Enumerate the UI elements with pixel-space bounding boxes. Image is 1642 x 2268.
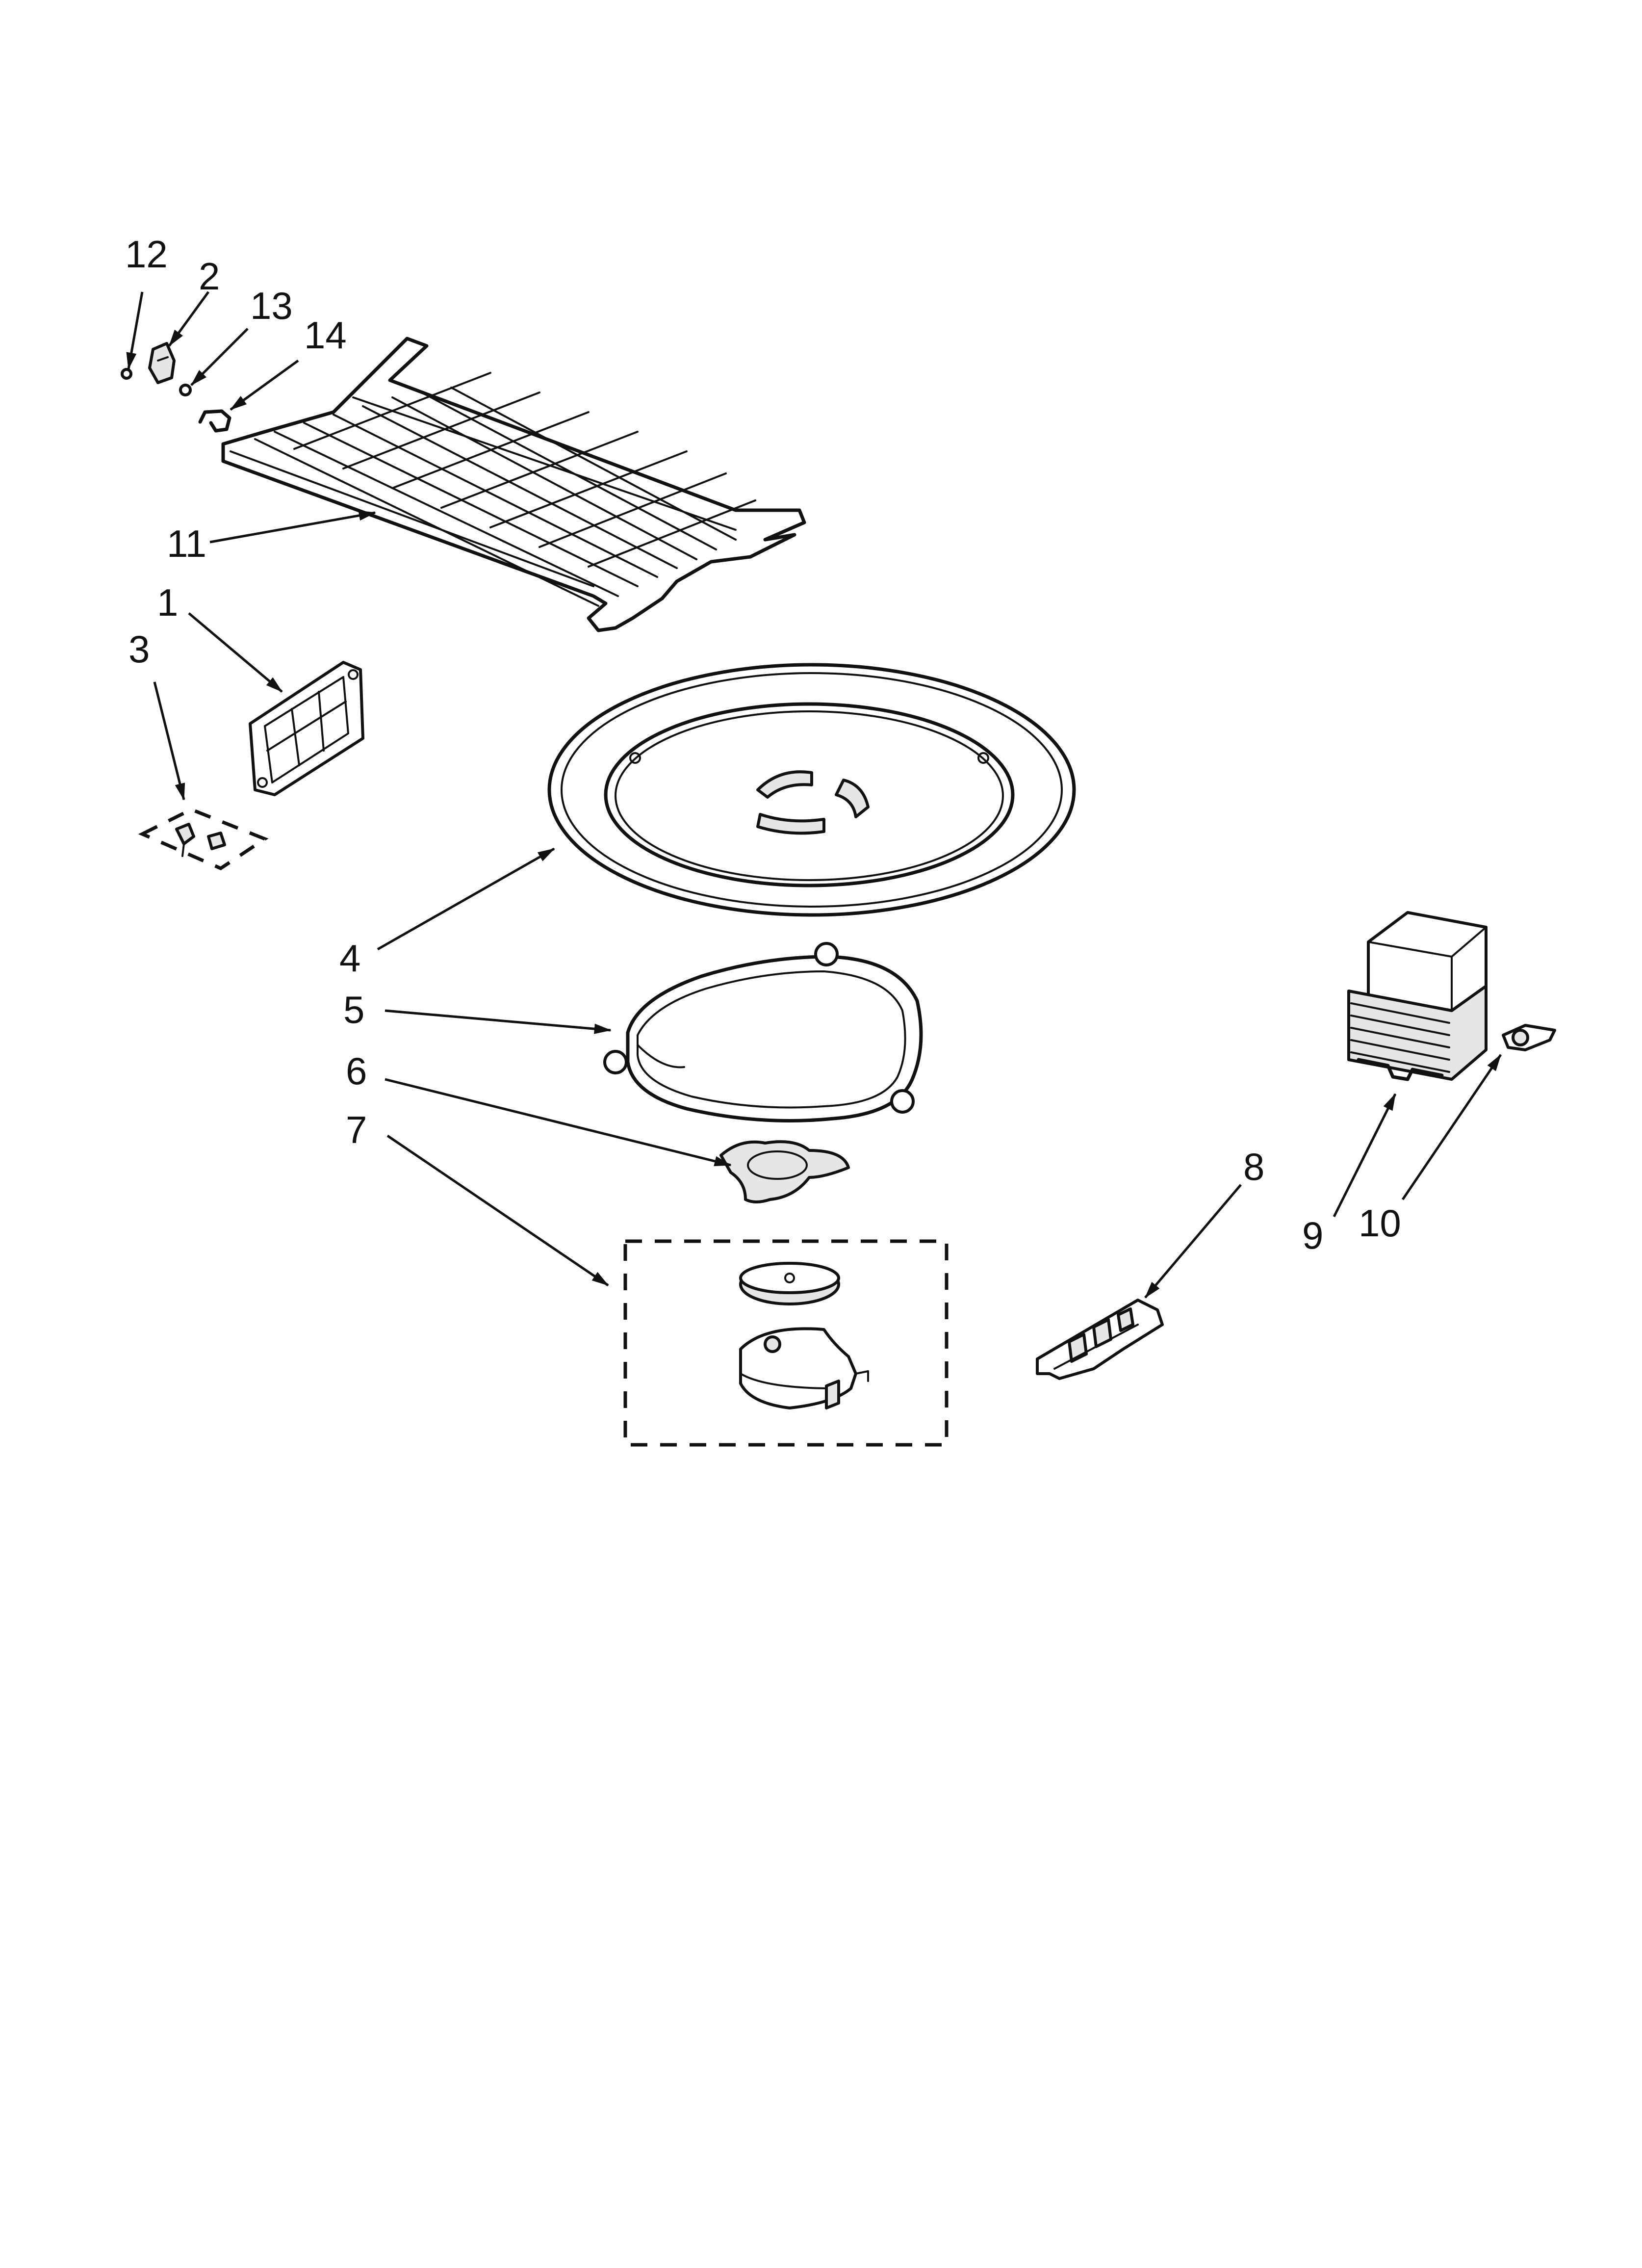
callout-5: 5 [343, 988, 364, 1031]
callout-12: 12 [125, 233, 168, 276]
leader-lines [126, 291, 1502, 1299]
callout-6: 6 [346, 1049, 367, 1093]
part-5-roller-ring [603, 942, 923, 1122]
callout-1: 1 [157, 581, 178, 624]
part-7-motor-kit [623, 1239, 949, 1447]
part-14-bracket [198, 409, 231, 433]
part-9-transformer [1347, 911, 1488, 1081]
rack-wires [254, 372, 756, 607]
callout-9: 9 [1302, 1214, 1323, 1257]
callout-8: 8 [1243, 1145, 1264, 1188]
callout-labels: 12 2 13 14 11 1 3 4 5 6 7 8 9 10 [125, 233, 1401, 1257]
callout-4: 4 [339, 937, 360, 980]
part-4-turntable-tray [547, 663, 1076, 917]
part-8-circuit-board [1036, 1299, 1164, 1380]
part-12-screw [121, 368, 132, 380]
callout-3: 3 [128, 627, 150, 671]
callout-10: 10 [1359, 1201, 1401, 1245]
part-3-hardware-kit [138, 808, 269, 870]
callout-13: 13 [250, 284, 293, 327]
callout-2: 2 [199, 255, 220, 298]
part-11-wire-rack [221, 337, 806, 632]
callout-7: 7 [346, 1108, 367, 1151]
part-2-clip [148, 342, 176, 384]
part-13-screw [179, 384, 192, 396]
callout-11: 11 [167, 522, 206, 565]
part-1-filter [249, 661, 364, 796]
part-6-coupler [719, 1140, 850, 1203]
part-10-thermal-fuse [1502, 1024, 1556, 1051]
callout-14: 14 [304, 313, 347, 357]
